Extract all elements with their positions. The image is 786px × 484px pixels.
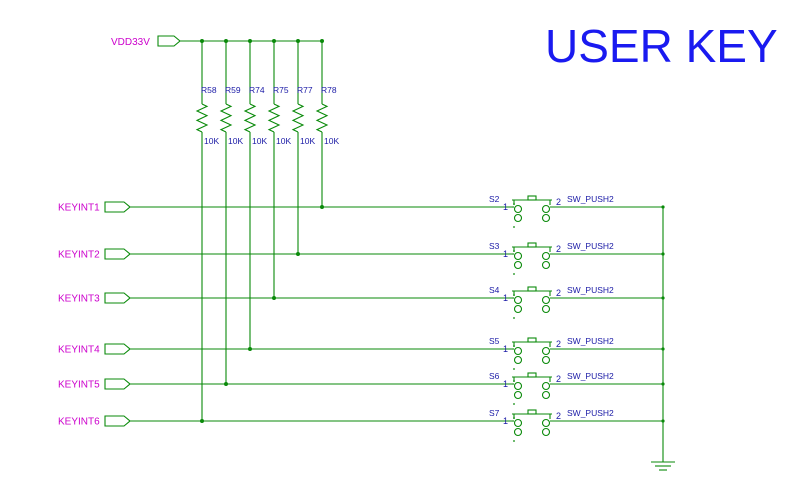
key-net-port [104, 292, 131, 304]
switch-ref: S2 [489, 194, 500, 204]
vdd33v-label: VDD33V [111, 37, 150, 48]
switch-pin1: 1 [503, 379, 508, 389]
resistor-ref: R77 [297, 85, 313, 95]
key-net-label: KEYINT5 [58, 380, 100, 391]
key-row-keyint5: KEYINT5 S61 2 SW_PUSH2 [58, 371, 665, 405]
resistor-body [291, 103, 305, 133]
ground-junction [661, 252, 665, 256]
resistor-body [267, 103, 281, 133]
resistor-body [219, 103, 233, 133]
switch-pin1: 1 [503, 416, 508, 426]
switch-part: SW_PUSH2 [567, 241, 614, 251]
resistor-r58: R58 10K [195, 39, 219, 423]
switch-ref: S5 [489, 336, 500, 346]
ground-junction [661, 382, 665, 386]
key-net-label: KEYINT3 [58, 294, 100, 305]
ground-junction [661, 205, 665, 209]
switch-pin1: 1 [503, 293, 508, 303]
switch-pin2: 2 [556, 339, 561, 349]
key-row-keyint6: KEYINT6 S71 2 SW_PUSH2 [58, 408, 665, 442]
resistor-r78: R78 10K [315, 39, 339, 209]
resistor-r77: R77 10K [291, 39, 315, 256]
key-net-port [104, 201, 131, 213]
key-row-keyint2: KEYINT2 S31 2 SW_PUSH2 [58, 241, 665, 275]
resistor-body [243, 103, 257, 133]
switch-pin1: 1 [503, 202, 508, 212]
switch-part: SW_PUSH2 [567, 336, 614, 346]
key-net-port [104, 415, 131, 427]
switch-pin2: 2 [556, 244, 561, 254]
key-row-keyint3: KEYINT3 S41 2 SW_PUSH2 [58, 285, 665, 319]
resistor-r74: R74 10K [243, 39, 267, 351]
switch-ref: S3 [489, 241, 500, 251]
resistor-value: 10K [252, 136, 267, 146]
switch-pin2: 2 [556, 288, 561, 298]
resistor-value: 10K [276, 136, 291, 146]
switch-part: SW_PUSH2 [567, 371, 614, 381]
switch-ref: S7 [489, 408, 500, 418]
key-net-label: KEYINT6 [58, 417, 100, 428]
resistor-value: 10K [228, 136, 243, 146]
key-row-keyint1: KEYINT1 S21 2 SW_PUSH2 [58, 194, 665, 228]
resistor-r59: R59 10K [219, 39, 243, 386]
switch-part: SW_PUSH2 [567, 408, 614, 418]
resistor-body [315, 103, 329, 133]
key-net-label: KEYINT1 [58, 203, 100, 214]
resistor-value: 10K [300, 136, 315, 146]
resistor-ref: R78 [321, 85, 337, 95]
resistor-ref: R75 [273, 85, 289, 95]
switch-part: SW_PUSH2 [567, 285, 614, 295]
resistor-r75: R75 10K [267, 39, 291, 300]
resistor-ref: R58 [201, 85, 217, 95]
switch-pin2: 2 [556, 197, 561, 207]
key-net-port [104, 248, 131, 260]
schematic-title: USER KEY [545, 20, 778, 72]
key-row-keyint4: KEYINT4 S51 2 SW_PUSH2 [58, 336, 665, 370]
switch-pin1: 1 [503, 249, 508, 259]
switch-pin1: 1 [503, 344, 508, 354]
resistor-ref: R59 [225, 85, 241, 95]
switch-pin2: 2 [556, 411, 561, 421]
key-net-label: KEYINT2 [58, 250, 100, 261]
resistor-value: 10K [324, 136, 339, 146]
ground-junction [661, 296, 665, 300]
key-net-port [104, 378, 131, 390]
key-net-port [104, 343, 131, 355]
resistor-value: 10K [204, 136, 219, 146]
ground-symbol [651, 461, 675, 471]
key-net-label: KEYINT4 [58, 345, 100, 356]
resistor-ref: R74 [249, 85, 265, 95]
vdd33v-port [157, 35, 181, 47]
pullup-resistors: R58 10K R59 10K R74 10K R75 10K R77 10K R78 10K [195, 39, 339, 423]
switch-pin2: 2 [556, 374, 561, 384]
ground-junction [661, 347, 665, 351]
switch-ref: S6 [489, 371, 500, 381]
switch-part: SW_PUSH2 [567, 194, 614, 204]
ground-junction [661, 419, 665, 423]
switch-ref: S4 [489, 285, 500, 295]
resistor-body [195, 103, 209, 133]
